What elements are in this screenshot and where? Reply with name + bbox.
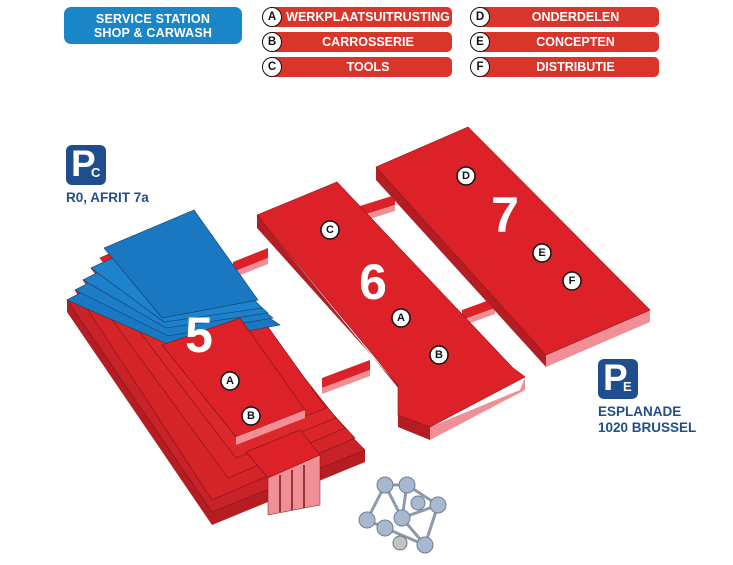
legend-label: TOOLS [270,57,452,77]
legend-letter: A [262,7,282,27]
parking-e-address-line1: ESPLANADE [598,404,682,419]
svg-text:B: B [435,349,443,361]
parking-e: P E ESPLANADE 1020 BRUSSEL [598,357,697,436]
legend-label: CONCEPTEN [478,32,659,52]
hall-7[interactable]: 7 D E F [375,126,651,367]
badge-e: E [532,243,552,263]
svg-text:D: D [462,170,470,182]
atomium-icon [358,476,447,554]
badge-f: F [562,271,582,291]
legend-label: CARROSSERIE [270,32,452,52]
badge-d: D [456,166,476,186]
hall-6-number: 6 [359,254,387,310]
legend-label: ONDERDELEN [478,7,659,27]
hall-5-number: 5 [185,307,213,363]
badge-c: C [320,220,340,240]
service-line-2: SHOP & CARWASH [93,25,213,40]
svg-text:F: F [569,275,576,287]
legend-label: WERKPLAATSUITRUSTING [270,7,452,27]
legend-letter: E [470,32,490,52]
hall-6[interactable]: 6 C A B [256,181,526,440]
parking-c-address: R0, AFRIT 7a [66,190,149,205]
legend-item-d: D ONDERDELEN [470,7,659,27]
parking-e-address-line2: 1020 BRUSSEL [598,420,697,435]
legend-item-a: A WERKPLAATSUITRUSTING [262,7,452,27]
parking-c: P C R0, AFRIT 7a [66,143,149,206]
legend-label: DISTRIBUTIE [478,57,659,77]
legend-letter: B [262,32,282,52]
badge-b: B [241,406,261,426]
hall-7-number: 7 [491,187,519,243]
legend-item-e: E CONCEPTEN [470,32,659,52]
badge-a: A [391,308,411,328]
legend-item-c: C TOOLS [262,57,452,77]
legend-letter: F [470,57,490,77]
svg-text:B: B [247,410,255,422]
svg-text:C: C [326,224,334,236]
svg-text:A: A [397,312,405,324]
service-line-1: SERVICE STATION [95,11,211,26]
svg-text:E: E [538,247,545,259]
service-station-label: SERVICE STATION SHOP & CARWASH [64,7,242,44]
legend-letter: D [470,7,490,27]
legend-item-b: B CARROSSERIE [262,32,452,52]
legend-letter: C [262,57,282,77]
badge-a: A [220,371,240,391]
parking-icon: P C [66,143,106,185]
svg-text:A: A [226,375,234,387]
parking-icon: P E [598,357,638,399]
badge-b: B [429,345,449,365]
hall-5[interactable]: 5 A B [66,209,366,525]
legend-item-f: F DISTRIBUTIE [470,57,659,77]
